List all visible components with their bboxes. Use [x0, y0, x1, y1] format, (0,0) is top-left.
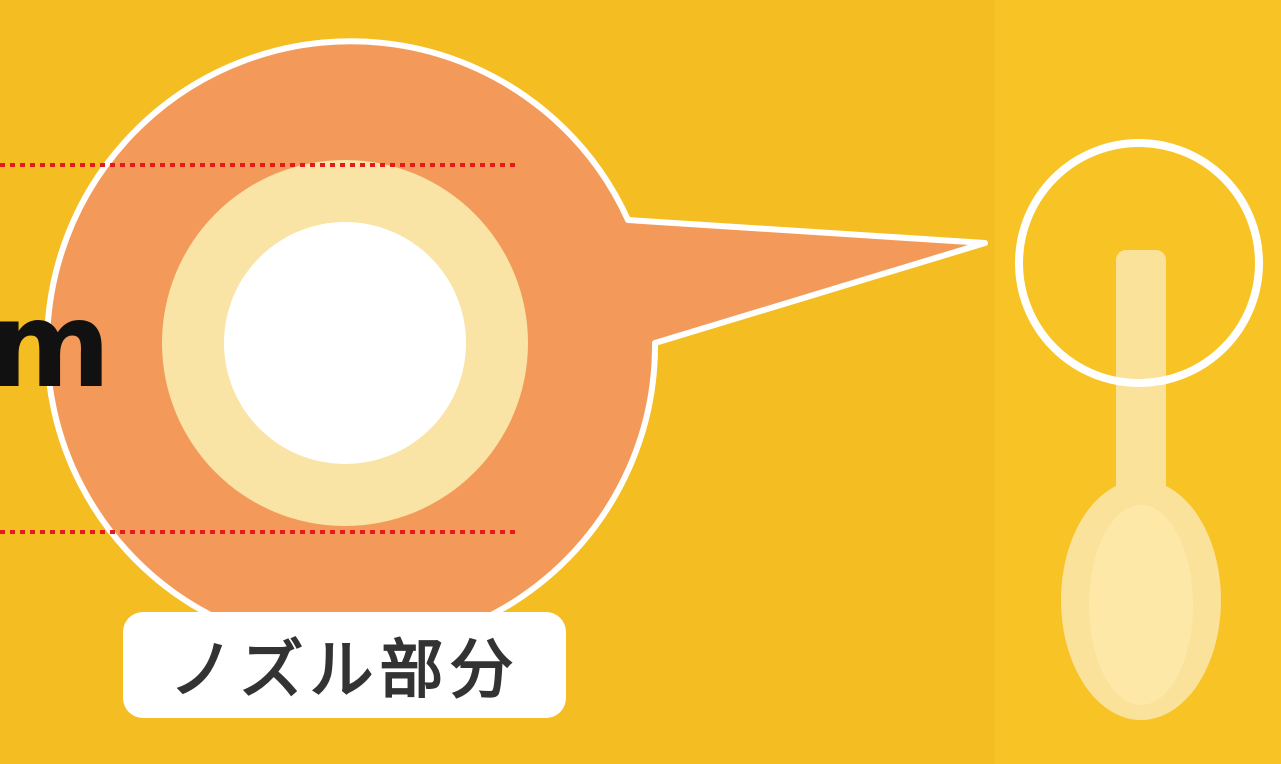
nozzle-label: ノズル部分	[169, 634, 520, 708]
highlight-circle	[1015, 139, 1263, 387]
dispensing-spoon-icon	[1061, 250, 1221, 720]
spoon-handle	[1116, 250, 1166, 500]
partial-unit-text: m	[0, 276, 111, 414]
nozzle-hole	[224, 222, 466, 464]
nozzle-label-box: ノズル部分	[123, 612, 566, 718]
spoon-bowl-inner	[1089, 505, 1193, 705]
